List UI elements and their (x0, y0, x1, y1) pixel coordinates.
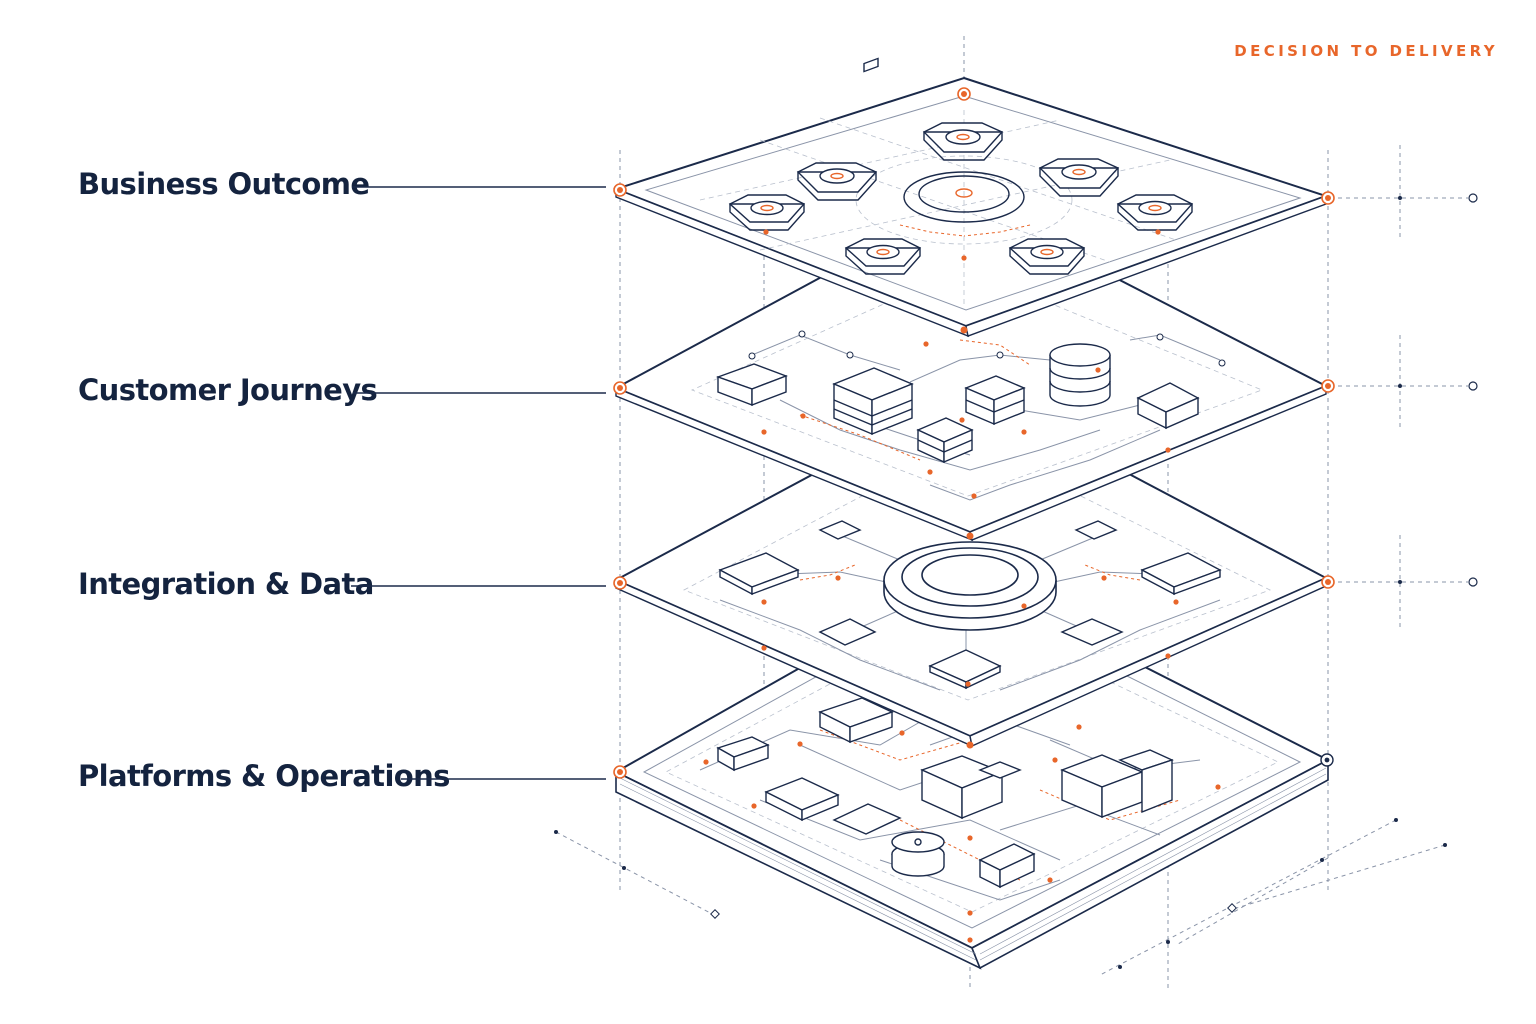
bottom-guide-diamonds (710, 903, 1237, 919)
bottom-guide-ticks (554, 818, 1447, 969)
integration-hub (883, 541, 1057, 631)
label-integration-data: Integration & Data (78, 567, 374, 601)
database-cylinder (1049, 343, 1111, 407)
bottom-guides (555, 819, 1446, 976)
layer-business-outcome (613, 76, 1330, 338)
right-guide-ticks (1398, 196, 1402, 584)
label-business-outcome: Business Outcome (78, 167, 370, 201)
platform-disk (891, 831, 945, 877)
right-guide-ends (1468, 193, 1478, 587)
layer-integration-data (613, 388, 1329, 748)
outcome-rings (903, 171, 1025, 223)
anchor-markers (613, 87, 1335, 779)
label-platforms-operations: Platforms & Operations (78, 759, 450, 793)
tagline: DECISION TO DELIVERY (1234, 42, 1498, 60)
right-guides (1330, 145, 1468, 630)
outcome-hexagons (728, 122, 1194, 275)
label-customer-journeys: Customer Journeys (78, 373, 378, 407)
leader-lines (351, 186, 606, 780)
layer-platforms-operations (613, 573, 1331, 970)
layer-customer-journeys (613, 57, 1329, 542)
